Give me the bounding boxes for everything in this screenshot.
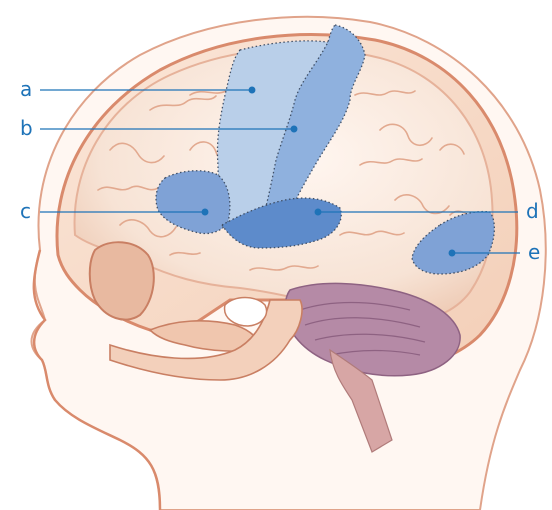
label-a: a	[20, 79, 32, 99]
leader-dot-a	[249, 87, 255, 93]
leader-dot-d	[315, 209, 321, 215]
leader-dot-c	[202, 209, 208, 215]
label-c: c	[20, 201, 31, 221]
eye-socket	[90, 242, 154, 319]
label-e: e	[528, 242, 540, 262]
leader-dot-e	[449, 250, 455, 256]
leader-dot-b	[291, 126, 297, 132]
label-d: d	[526, 201, 539, 221]
label-b: b	[20, 118, 33, 138]
